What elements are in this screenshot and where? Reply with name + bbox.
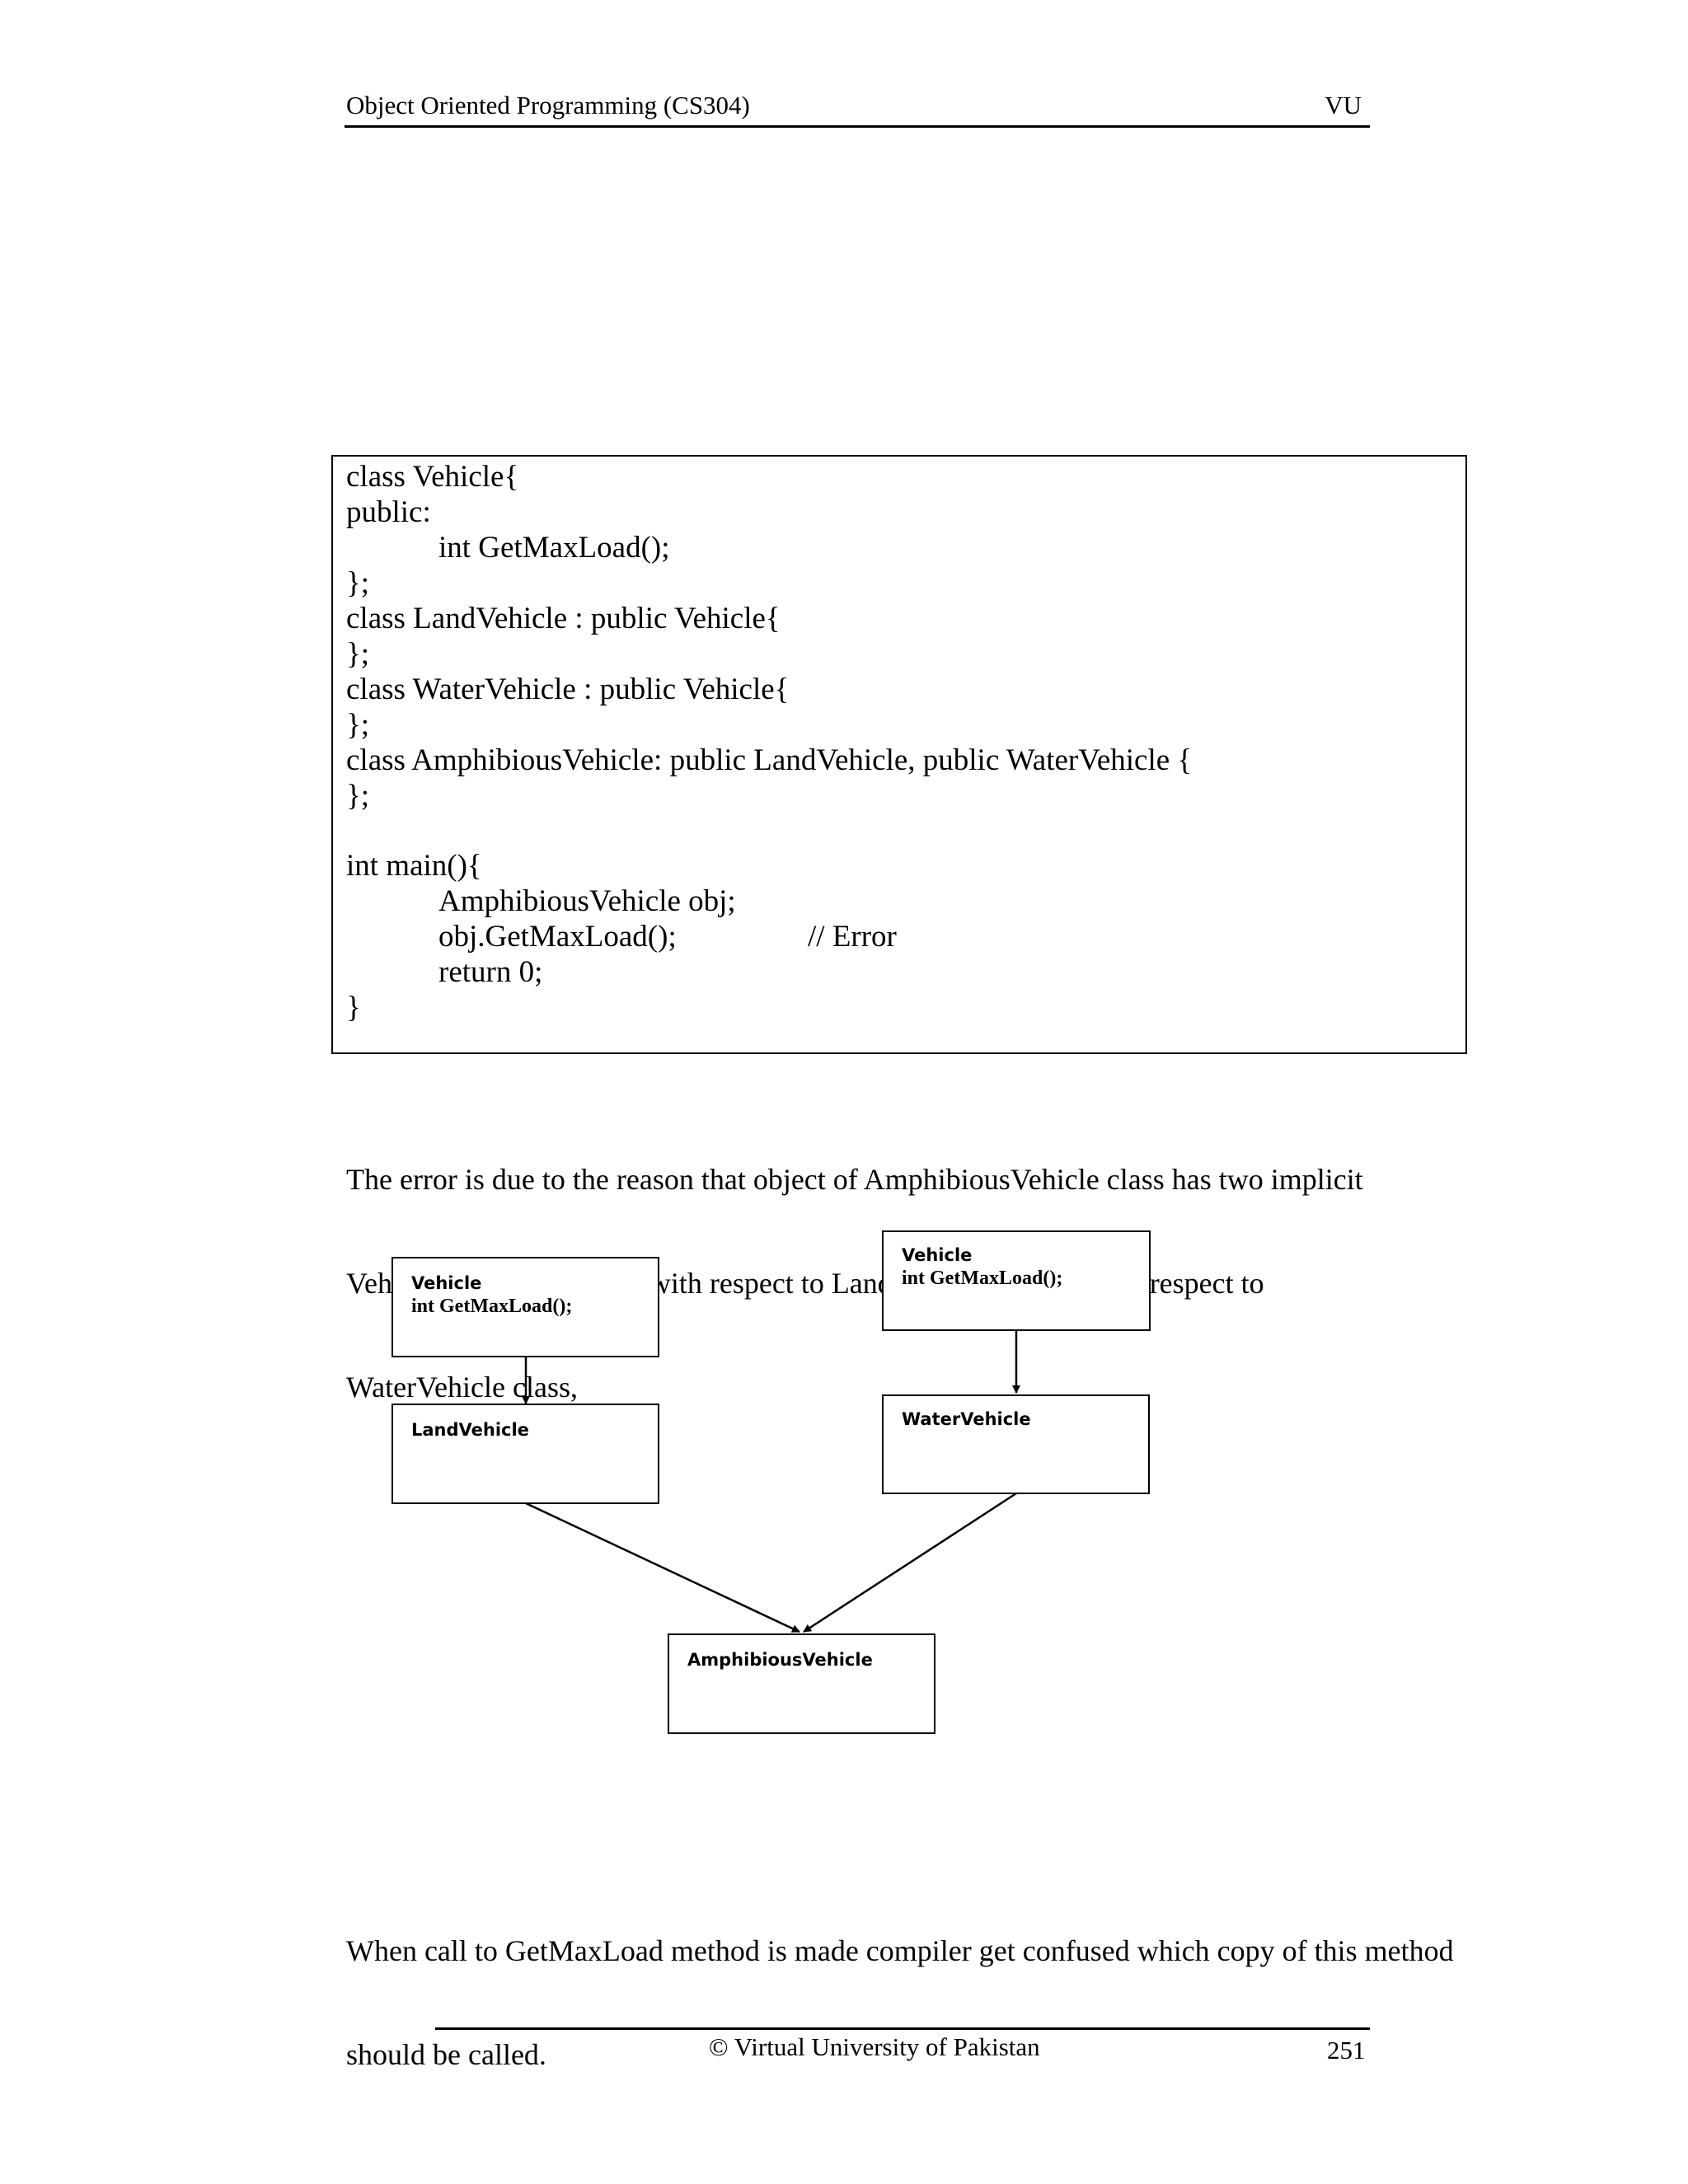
class-box-landvehicle: LandVehicle <box>392 1404 659 1504</box>
code-line: obj.GetMaxLoad(); <box>438 920 677 954</box>
class-method: int GetMaxLoad(); <box>411 1296 573 1317</box>
code-line: } <box>346 991 361 1024</box>
code-line: class WaterVehicle : public Vehicle{ <box>346 673 790 706</box>
class-box-amphibiousvehicle: AmphibiousVehicle <box>668 1633 935 1734</box>
code-line: AmphibiousVehicle obj; <box>438 884 736 918</box>
class-name: WaterVehicle <box>902 1409 1031 1429</box>
paragraph-line: WaterVehicle class, <box>346 1371 578 1404</box>
conclusion-paragraph: When call to GetMaxLoad method is made c… <box>346 1864 1454 2107</box>
code-line: class LandVehicle : public Vehicle{ <box>346 602 781 635</box>
code-line: public: <box>346 495 431 529</box>
class-name: Vehicle <box>411 1273 482 1293</box>
class-box-vehicle-left: Vehicle int GetMaxLoad(); <box>392 1257 659 1357</box>
page-header: Object Oriented Programming (CS304) VU <box>345 89 1370 128</box>
header-org: VU <box>1325 91 1362 120</box>
code-line: int GetMaxLoad(); <box>438 531 670 565</box>
footer-copyright: © Virtual University of Pakistan <box>709 2032 1040 2061</box>
header-title: Object Oriented Programming (CS304) <box>346 91 750 120</box>
arrow-landvehicle-to-amphibious <box>525 1502 800 1633</box>
class-box-vehicle-right: Vehicle int GetMaxLoad(); <box>882 1230 1151 1331</box>
arrow-watervehicle-to-amphibious <box>803 1492 1017 1633</box>
class-name: LandVehicle <box>411 1420 529 1440</box>
page-number: 251 <box>1327 2036 1366 2064</box>
code-line: return 0; <box>438 955 543 989</box>
class-name: Vehicle <box>902 1245 973 1265</box>
code-line: int main(){ <box>346 849 482 883</box>
code-line: class AmphibiousVehicle: public LandVehi… <box>346 743 1193 777</box>
paragraph-line: When call to GetMaxLoad method is made c… <box>346 1934 1454 1967</box>
code-listing: class Vehicle{ public: int GetMaxLoad();… <box>331 455 1467 1054</box>
code-comment: // Error <box>808 920 897 954</box>
paragraph-line: The error is due to the reason that obje… <box>346 1163 1363 1196</box>
code-line: class Vehicle{ <box>346 460 519 494</box>
paragraph-line: should be called. <box>346 2038 546 2071</box>
class-method: int GetMaxLoad(); <box>902 1268 1063 1289</box>
class-name: AmphibiousVehicle <box>687 1650 873 1670</box>
code-line: }; <box>346 708 370 742</box>
class-box-watervehicle: WaterVehicle <box>882 1394 1150 1494</box>
code-line: }; <box>346 779 370 813</box>
code-line: }; <box>346 637 370 671</box>
code-line: }; <box>346 566 370 600</box>
footer-divider <box>435 2027 1370 2030</box>
